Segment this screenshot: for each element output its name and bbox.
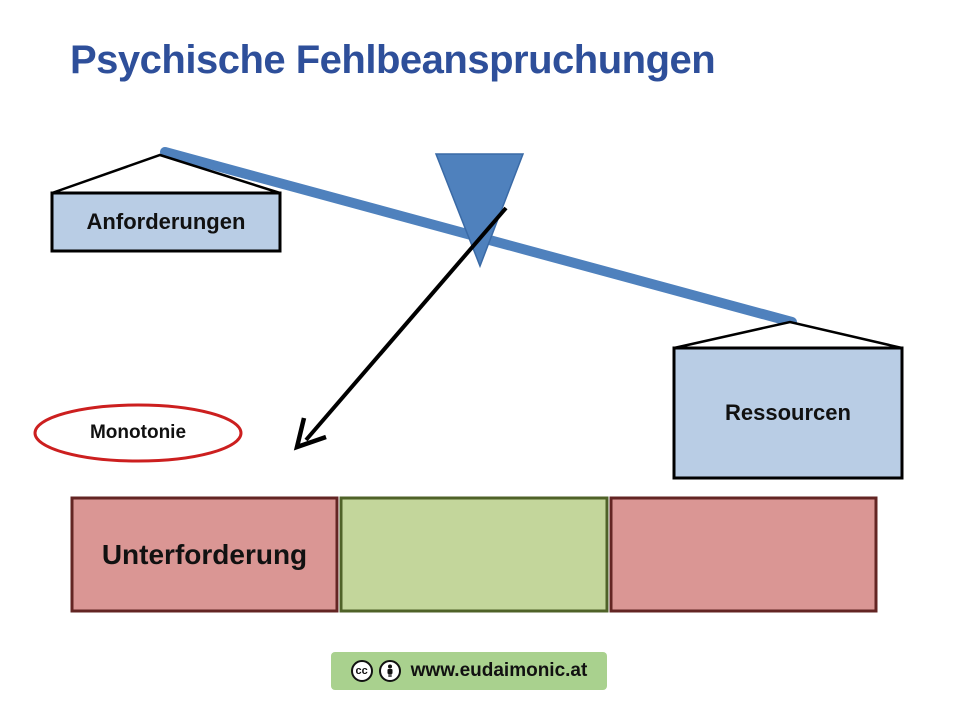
indicator-arrow-head (293, 417, 327, 451)
page-title: Psychische Fehlbeanspruchungen (70, 38, 716, 82)
monotonie-label: Monotonie (89, 422, 187, 443)
bar-optimal (339, 496, 609, 613)
license-badge[interactable]: cc www.eudaimonic.at (331, 652, 607, 690)
left-pan-box (50, 191, 282, 253)
indicator-arrow-shaft (304, 206, 508, 442)
monotonie-ellipse (33, 403, 243, 463)
cc-icon: cc (350, 660, 373, 682)
website-link[interactable]: www.eudaimonic.at (410, 660, 588, 681)
left-pan-label: Anforderungen (86, 209, 246, 234)
right-pan-box (672, 346, 904, 480)
right-pan-hanger (673, 320, 903, 350)
bar-overload (609, 496, 878, 613)
fulcrum-triangle (434, 153, 525, 269)
person-icon (378, 660, 401, 682)
bar-underload-label: Unterforderung (101, 538, 308, 570)
right-pan-label: Ressourcen (725, 400, 851, 425)
bar-underload (70, 496, 339, 613)
